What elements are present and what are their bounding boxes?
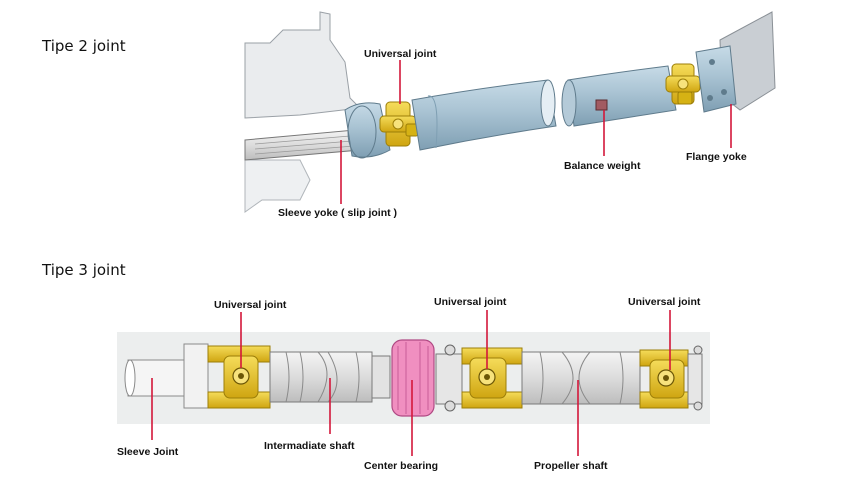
t3-universal-joint-1 — [207, 345, 271, 409]
sleeve-joint-flange — [183, 343, 209, 409]
propeller-shaft — [521, 351, 641, 405]
flange-yoke — [695, 45, 737, 113]
transmission-housing-lower — [244, 159, 311, 213]
center-bearing — [391, 339, 435, 417]
intermediate-shaft — [269, 351, 373, 403]
label-t3-universal-joint-2: Universal joint — [434, 296, 507, 308]
tipe-3-diagram: Universal joint Universal joint Universa… — [117, 296, 710, 472]
propeller-tube-right — [567, 65, 677, 127]
tipe-2-heading: Tipe 2 joint — [42, 37, 126, 55]
universal-joint-right — [665, 63, 701, 105]
label-t3-propeller-shaft: Propeller shaft — [534, 460, 608, 472]
propeller-tube-left — [411, 79, 557, 151]
tipe-3-heading: Tipe 3 joint — [42, 261, 126, 279]
label-t3-intermediate-shaft: Intermadiate shaft — [264, 440, 355, 452]
label-t2-universal-joint: Universal joint — [364, 48, 437, 60]
label-t3-sleeve-joint: Sleeve Joint — [117, 446, 179, 458]
transmission-housing — [244, 11, 362, 119]
label-t3-universal-joint-1: Universal joint — [214, 299, 287, 311]
balance-weight — [595, 99, 608, 111]
label-t2-sleeve-yoke: Sleeve yoke ( slip joint ) — [278, 207, 397, 219]
sleeve-joint-stub — [127, 359, 189, 397]
t3-universal-joint-2 — [461, 347, 523, 409]
label-t3-center-bearing: Center bearing — [364, 460, 438, 472]
label-t3-universal-joint-3: Universal joint — [628, 296, 701, 308]
label-t2-balance-weight: Balance weight — [564, 160, 641, 172]
t3-universal-joint-3 — [639, 349, 689, 409]
universal-joint-left — [379, 101, 419, 147]
sleeve-yoke — [344, 102, 391, 158]
label-t2-flange-yoke: Flange yoke — [686, 151, 747, 163]
tipe-2-diagram: Universal joint Sleeve yoke ( slip joint… — [244, 11, 776, 219]
